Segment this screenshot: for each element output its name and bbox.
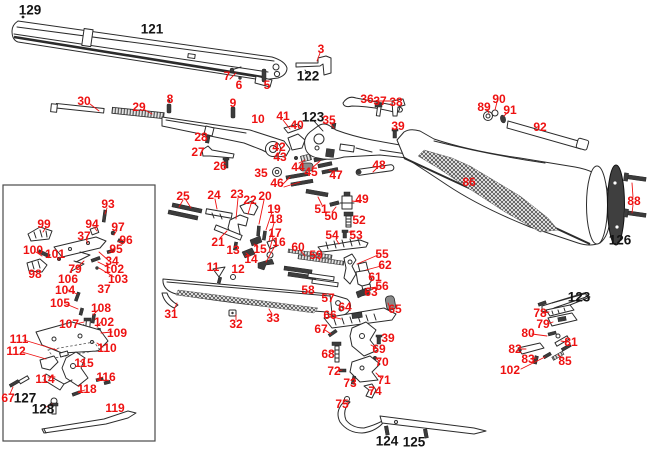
small-parts-center <box>167 200 278 284</box>
buttstock <box>396 109 647 246</box>
leader-lines-black <box>313 120 324 132</box>
leader-lines-red <box>9 52 634 408</box>
rods-and-pins <box>50 99 236 120</box>
forend-loop-bracket <box>295 55 332 76</box>
front-sight-bead <box>21 15 25 19</box>
latch-cluster <box>272 123 339 187</box>
trigger-plate-cluster <box>283 188 396 311</box>
inset-box <box>2 184 156 442</box>
breech-small-parts <box>229 66 267 83</box>
top-tang-group <box>517 292 591 365</box>
forend-iron <box>161 116 291 169</box>
forend-wood <box>161 278 352 317</box>
barrel <box>11 20 288 88</box>
trigger-group <box>323 307 487 439</box>
